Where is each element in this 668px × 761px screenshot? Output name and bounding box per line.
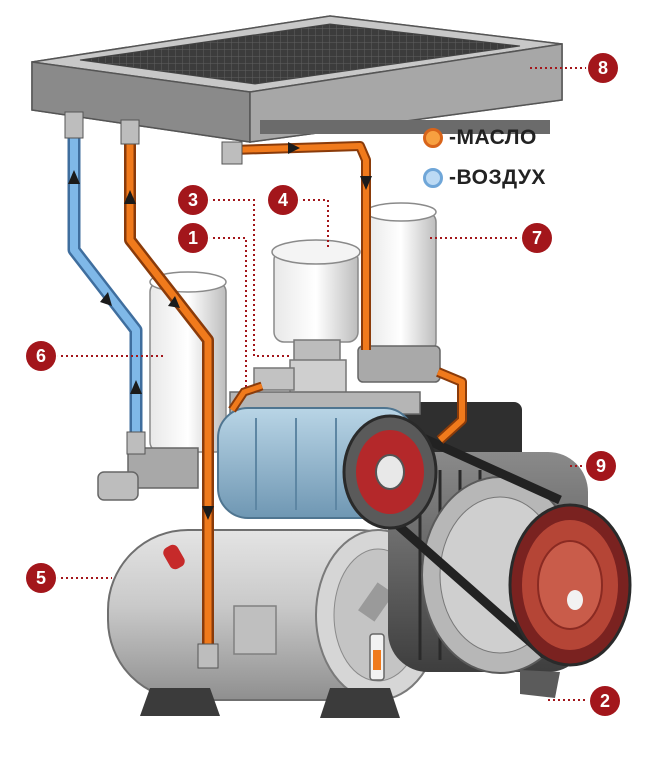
- cooler-radiator: [31, 15, 563, 143]
- oil-swatch: [423, 128, 443, 148]
- callout-badge-9: 9: [586, 451, 616, 481]
- callout-badge-1: 1: [178, 223, 208, 253]
- callout-badge-2: 2: [590, 686, 620, 716]
- air-swatch: [423, 168, 443, 188]
- callout-badge-8: 8: [588, 53, 618, 83]
- callout-badge-5: 5: [26, 563, 56, 593]
- legend-oil: -МАСЛО: [423, 126, 537, 150]
- callout-badge-3: 3: [178, 185, 208, 215]
- air-filter: [253, 239, 361, 395]
- legend-oil-label: -МАСЛО: [449, 126, 537, 149]
- air-line: [64, 111, 146, 455]
- motor-pulley: [508, 503, 632, 698]
- callout-badge-7: 7: [522, 223, 552, 253]
- belt-drive: [342, 414, 562, 659]
- callout-badge-4: 4: [268, 185, 298, 215]
- callout-badge-6: 6: [26, 341, 56, 371]
- oil-lines: [120, 119, 467, 669]
- oil-separator: [357, 202, 441, 383]
- legend-air: -ВОЗДУХ: [423, 166, 546, 190]
- legend-air-label: -ВОЗДУХ: [449, 166, 546, 189]
- callout-leaders: [56, 67, 588, 701]
